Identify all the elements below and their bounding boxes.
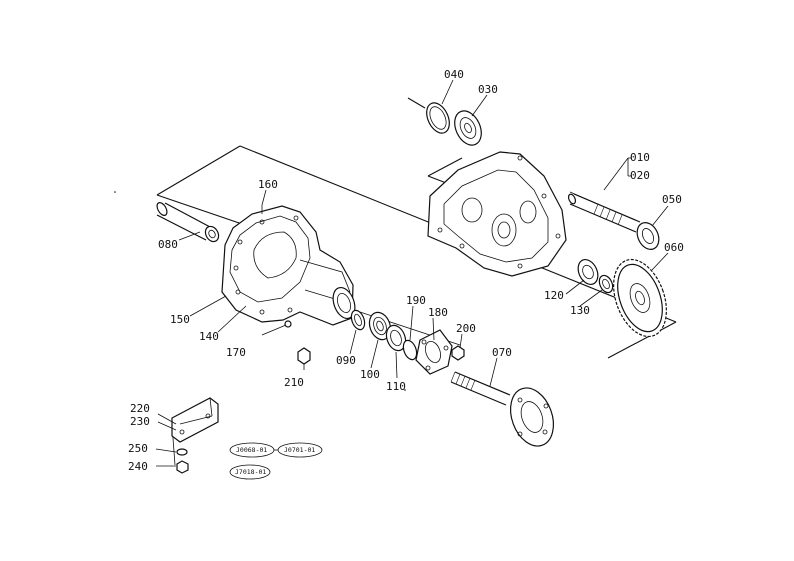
callout-010: 010	[630, 151, 650, 164]
part-090-oil-seal	[350, 309, 366, 331]
part-190-gasket	[402, 339, 418, 361]
part-140-axle-housing	[221, 205, 356, 326]
reference-label-2: J0701-01	[284, 446, 315, 454]
callout-090: 090	[336, 354, 356, 367]
callout-190: 190	[406, 294, 426, 307]
part-130-collar	[598, 274, 614, 294]
part-120-bearing	[577, 259, 599, 285]
callout-210: 210	[284, 376, 304, 389]
part-030-bearing	[454, 110, 482, 146]
part-070-axle-shaft	[450, 371, 555, 447]
callout-080: 080	[158, 238, 178, 251]
callout-230: 230	[130, 415, 150, 428]
part-200-bolt	[451, 345, 465, 361]
part-080-pipe	[156, 202, 220, 243]
reference-ovals: J0068-01 J0701-01 J7018-01	[229, 442, 323, 480]
callout-140: 140	[199, 330, 219, 343]
scan-dot	[114, 191, 116, 193]
part-060-gear	[613, 258, 667, 338]
callout-250: 250	[128, 442, 148, 455]
scan-dot	[404, 389, 406, 391]
part-220-bracket	[171, 397, 219, 443]
callout-120: 120	[544, 289, 564, 302]
part-250-washer	[176, 448, 188, 456]
part-gear-case	[427, 151, 567, 277]
part-040-snap-ring	[426, 102, 450, 134]
part-050-bearing	[636, 222, 660, 250]
part-180-retainer	[415, 329, 453, 375]
callout-100: 100	[360, 368, 380, 381]
callout-150: 150	[170, 313, 190, 326]
callout-170: 170	[226, 346, 246, 359]
callout-130: 130	[570, 304, 590, 317]
part-240-bolt	[176, 460, 189, 474]
callout-240: 240	[128, 460, 148, 473]
part-170-bolt	[261, 320, 292, 336]
part-210-drain-plug	[297, 347, 311, 365]
part-010-shaft	[567, 193, 641, 233]
reference-label-3: J7018-01	[235, 468, 266, 476]
callout-180: 180	[428, 306, 448, 319]
reference-label-1: J0068-01	[236, 446, 267, 454]
part-100-bearing	[368, 311, 392, 341]
callout-030: 030	[478, 83, 498, 96]
callout-220: 220	[130, 402, 150, 415]
callout-160: 160	[258, 178, 278, 191]
callout-040: 040	[444, 68, 464, 81]
callout-070: 070	[492, 346, 512, 359]
reference-oval-3	[229, 464, 271, 480]
leader-lines	[155, 79, 669, 467]
callout-060: 060	[664, 241, 684, 254]
callout-labels: 010 020 030 040 050 060 070 080 090 100 …	[128, 68, 684, 473]
callout-020: 020	[630, 169, 650, 182]
part-110-bearing	[385, 324, 407, 352]
callout-110: 110	[386, 380, 406, 393]
callout-200: 200	[456, 322, 476, 335]
callout-050: 050	[662, 193, 682, 206]
